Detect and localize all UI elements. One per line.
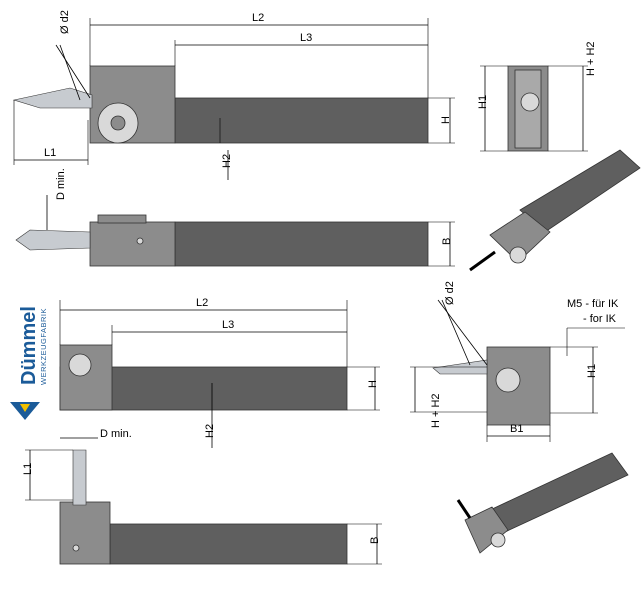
plan-hole [136, 237, 144, 245]
view-bottom-left-side: L2 L3 H H2 [59, 297, 380, 448]
label-l1-bottom: L1 [22, 463, 34, 475]
end-screw [520, 92, 540, 112]
plan-head-2 [59, 501, 111, 565]
head-block-2 [59, 344, 113, 411]
iso-shank-bottom [489, 452, 629, 533]
label-h2-bottom: H2 [204, 424, 216, 438]
label-b1: B1 [510, 423, 523, 435]
iso-shank-top [519, 149, 641, 233]
clamp-screw-2 [68, 353, 92, 377]
label-h-bottom: H [367, 380, 379, 388]
plan-shank [174, 221, 429, 267]
label-l3-bottom: L3 [222, 319, 234, 331]
iso-head-2 [464, 506, 509, 554]
label-l3: L3 [300, 32, 312, 44]
brand-subtitle: WERKZEUGFABRIK [39, 308, 48, 385]
view-bottom-right-end: B1 H1 H + H2 Ø d2 M5 - für IK - for IK [410, 281, 625, 442]
view-iso-top [469, 149, 641, 272]
label-b-top: B [441, 238, 453, 245]
label-h2: H2 [221, 154, 233, 168]
brand-logo: Dümmel WERKZEUGFABRIK [10, 306, 48, 420]
label-b-bottom: B [369, 537, 381, 544]
plan-clamp [97, 214, 147, 224]
view-top-left-side: L2 L3 H H2 L1 Ø d2 [12, 10, 455, 180]
view-iso-bottom [456, 452, 629, 554]
view-top-right-end: H1 H + H2 [477, 41, 597, 152]
screw-hex-icon [110, 115, 126, 131]
label-l1: L1 [44, 147, 56, 159]
plan-blade-2 [72, 449, 87, 506]
label-d2-bottom: Ø d2 [444, 281, 456, 305]
label-l2: L2 [252, 12, 264, 24]
iso-head [489, 211, 551, 263]
label-h1-top: H1 [477, 95, 489, 109]
iso-screw [509, 246, 527, 264]
iso-screw-2 [490, 532, 506, 548]
label-d2-top: Ø d2 [59, 10, 71, 34]
label-h: H [440, 116, 452, 124]
view-top-plan: B D min. [15, 168, 455, 267]
logo-inner-icon [20, 404, 30, 412]
shank-body [174, 97, 429, 144]
label-m5-en: - for IK [583, 313, 617, 325]
label-h-plus-h2-top: H + H2 [585, 41, 597, 76]
label-m5-de: M5 - für IK [567, 298, 619, 310]
cutting-blade [12, 87, 93, 109]
plan-shank-2 [109, 523, 348, 565]
plan-hole-2 [72, 544, 80, 552]
label-dmin-top: D min. [55, 168, 67, 200]
label-dmin-bottom: D min. [100, 428, 132, 440]
plan-head [89, 221, 176, 267]
end-screw-2 [495, 367, 521, 393]
plan-blade [15, 229, 91, 251]
view-bottom-plan: B L1 D min. [22, 428, 382, 565]
label-h-plus-h2-bottom: H + H2 [430, 393, 442, 428]
label-l2-bottom: L2 [196, 297, 208, 309]
label-h1-bottom: H1 [586, 364, 598, 378]
brand-name: Dümmel [18, 306, 40, 385]
